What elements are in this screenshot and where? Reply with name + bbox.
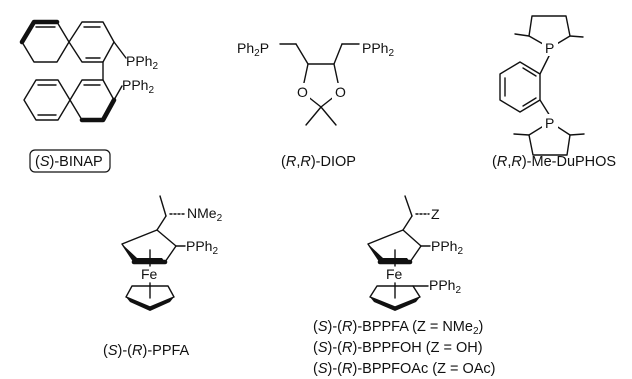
diop-label: (R,R)-DIOP [281, 154, 356, 170]
ppfa-pph2: PPh2 [186, 238, 218, 257]
diop-ph2p: Ph2P [237, 40, 269, 59]
binap-label-box [29, 149, 111, 173]
bppfa-pph2-lower: PPh2 [429, 277, 461, 296]
ppfa-label: (S)-(R)-PPFA [103, 343, 190, 359]
bppfa-structure: Z PPh2 Fe PPh2 [367, 195, 463, 311]
diop-o-left: O [297, 84, 308, 100]
bppfa-label: (S)-(R)-BPPFA (Z = NMe2) [313, 319, 483, 337]
ppfa-fe: Fe [141, 266, 158, 282]
diop-pph2: PPh2 [362, 40, 394, 59]
ppfa-nme2: NMe2 [187, 205, 223, 224]
diop-o-right: O [335, 84, 346, 100]
duphos-p-lower: P [545, 115, 554, 131]
bppfoac-label: (S)-(R)-BPPFOAc (Z = OAc) [313, 361, 496, 377]
duphos-label: (R,R)-Me-DuPHOS [492, 154, 616, 170]
binap-structure: PPh2 PPh2 [19, 19, 158, 123]
binap-label: (S)-BINAP [35, 154, 103, 170]
ppfa-structure: NMe2 PPh2 Fe [121, 195, 223, 311]
duphos-p-upper: P [545, 40, 554, 56]
diop-structure: Ph2P PPh2 O O [237, 40, 394, 126]
bppfa-z: Z [431, 206, 440, 222]
bppfoh-label: (S)-(R)-BPPFOH (Z = OH) [313, 340, 483, 356]
duphos-structure: P P [499, 15, 585, 156]
bppfa-pph2-upper: PPh2 [431, 238, 463, 257]
binap-pph2-lower: PPh2 [122, 77, 154, 96]
binap-pph2-upper: PPh2 [126, 53, 158, 72]
bppfa-fe: Fe [386, 266, 403, 282]
